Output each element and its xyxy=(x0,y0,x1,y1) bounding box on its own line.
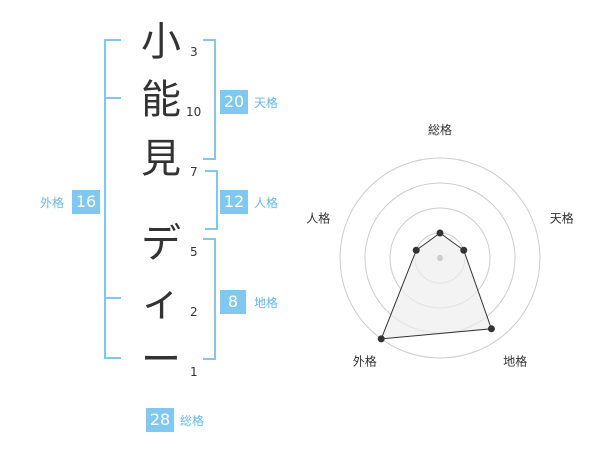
name-char-5: ィ xyxy=(141,279,181,325)
name-char-1: 小 xyxy=(141,19,181,65)
name-char-4: デ xyxy=(141,221,181,267)
soukaku-value: 28 xyxy=(146,408,174,432)
name-char-3: 見 xyxy=(141,136,181,182)
stroke-count-1: 3 xyxy=(190,45,198,59)
radar-axis-label: 天格 xyxy=(550,210,574,225)
radar-axis-label: 地格 xyxy=(503,354,527,369)
name-char-6: ー xyxy=(141,337,181,383)
gaikaku-bracket xyxy=(104,39,121,359)
radar-point xyxy=(377,335,385,343)
tenkaku-bracket xyxy=(203,39,216,160)
jinkaku-value: 12 xyxy=(220,190,248,214)
radar-point xyxy=(460,246,468,254)
stroke-count-5: 2 xyxy=(190,305,198,319)
tenkaku-value: 20 xyxy=(220,90,248,114)
chikaku-value: 8 xyxy=(220,290,246,314)
radar-axis-label: 外格 xyxy=(353,354,377,369)
radar-point xyxy=(487,325,495,333)
name-char-2: 能 xyxy=(141,77,181,123)
tenkaku-label: 天格 xyxy=(254,96,279,110)
stroke-count-3: 7 xyxy=(190,165,198,179)
radar-center-dot xyxy=(437,255,443,261)
jinkaku-bracket xyxy=(205,170,218,230)
chikaku-label: 地格 xyxy=(254,296,279,310)
soukaku-label: 総格 xyxy=(180,414,205,428)
jinkaku-label: 人格 xyxy=(254,196,279,210)
radar-axis-label: 総格 xyxy=(428,122,452,137)
stroke-count-2: 10 xyxy=(186,105,202,119)
gaikaku-value: 16 xyxy=(72,190,100,214)
radar-point xyxy=(436,229,444,237)
stroke-count-6: 1 xyxy=(190,365,198,379)
chikaku-bracket xyxy=(203,238,216,360)
radar-grid-ring xyxy=(339,157,541,359)
gaikaku-label: 外格 xyxy=(40,196,65,210)
radar-point xyxy=(412,246,420,254)
radar-axis-label: 人格 xyxy=(306,210,330,225)
radar-area xyxy=(380,232,493,340)
stroke-count-4: 5 xyxy=(190,245,198,259)
